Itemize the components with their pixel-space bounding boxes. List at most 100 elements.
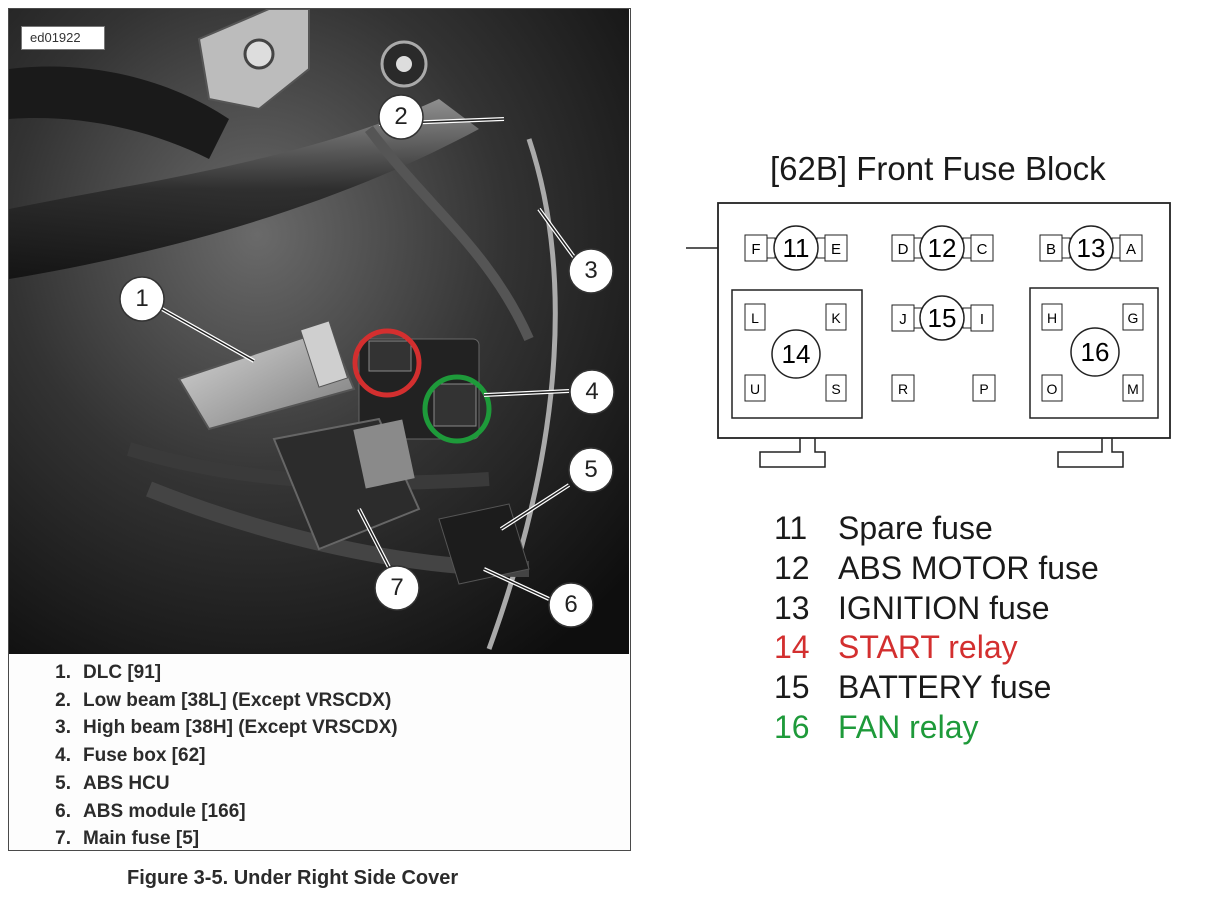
fuse-list-label: IGNITION fuse xyxy=(838,589,1050,626)
callout-circle-5 xyxy=(568,447,614,493)
bolt xyxy=(243,38,275,70)
leader-line-7-core xyxy=(358,508,392,572)
fuse-block-diagram: F 11 E D 12 C B 13 A L K U S 14 xyxy=(686,202,1171,468)
fuse-list-item: 16 FAN relay xyxy=(774,708,1099,748)
light-block xyxy=(353,419,415,489)
spare-terminals: R P xyxy=(891,374,996,402)
leader-line-4-core xyxy=(483,390,570,396)
fuse-list-label: FAN relay xyxy=(838,708,979,745)
callout-circle-7 xyxy=(374,565,420,611)
legend-item: 5. ABS HCU xyxy=(9,770,398,798)
fuse-list-number: 12 xyxy=(774,549,810,586)
dlc-tab xyxy=(299,320,349,388)
fuse-15-number: 15 xyxy=(928,303,957,333)
start-relay-part xyxy=(368,340,412,372)
fuse-12: D 12 C xyxy=(891,225,994,271)
relay-16-pin-bl: O xyxy=(1047,381,1058,397)
relay-14-pin-tr: K xyxy=(831,310,841,326)
legend-number: 6. xyxy=(55,800,71,822)
legend-text: ABS module [166] xyxy=(83,800,246,822)
callout-circle-3 xyxy=(568,248,614,294)
legend-number: 4. xyxy=(55,745,71,767)
legend-text: ABS HCU xyxy=(83,772,170,794)
fuse-13-number: 13 xyxy=(1077,233,1106,263)
legend-text: DLC [91] xyxy=(83,662,162,683)
frame-tube-2 xyxy=(9,66,229,159)
callout-circle-4 xyxy=(569,369,615,415)
fan-relay-part xyxy=(433,383,477,427)
callout-circle-6 xyxy=(548,582,594,628)
fuse-list-number: 15 xyxy=(774,669,810,706)
fuse-15: J 15 I xyxy=(891,295,994,341)
fuse-list-label: START relay xyxy=(838,629,1018,666)
fuse-list-number: 14 xyxy=(774,629,810,666)
fuse-11-number: 11 xyxy=(783,233,810,263)
fuse-list-number: 11 xyxy=(774,510,808,546)
cable-2 xyxy=(365,125,534,342)
fuse-list-number: 16 xyxy=(774,708,810,745)
fan-relay-highlight xyxy=(422,374,492,444)
fuse-list-item: 13 IGNITION fuse xyxy=(774,589,1099,629)
relay-14-pin-bl: U xyxy=(750,381,760,397)
leader-line-1-core xyxy=(161,308,255,362)
frame-tube xyxy=(9,99,479,279)
fuse-list-item: 12 ABS MOTOR fuse xyxy=(774,549,1099,589)
terminal-left: R xyxy=(898,381,908,397)
fuse-12-pin-right: C xyxy=(977,241,988,258)
terminal-right: P xyxy=(979,381,988,397)
fuse-12-pin-left: D xyxy=(898,241,909,258)
leader-line-6-core xyxy=(483,568,550,600)
fuse-list-item: 14 START relay xyxy=(774,628,1099,668)
fuse-list-label: BATTERY fuse xyxy=(838,669,1052,706)
legend-number: 5. xyxy=(55,772,71,794)
callout-circle-1 xyxy=(119,276,165,322)
fuse-list-label: ABS MOTOR fuse xyxy=(838,549,1099,586)
relay-14-number: 14 xyxy=(782,339,811,369)
fuse-13: B 13 A xyxy=(1039,225,1143,271)
relay-14-pin-br: S xyxy=(831,381,840,397)
legend-item: 3. High beam [38H] (Except VRSCDX) xyxy=(9,714,398,742)
legend-item: 2. Low beam [38L] (Except VRSCDX) xyxy=(9,687,398,715)
relay-16-pin-br: M xyxy=(1127,381,1139,397)
fuse-15-pin-right: I xyxy=(980,311,984,328)
legend-item: 7. Main fuse [5] xyxy=(9,825,398,853)
legend-text: Fuse box [62] xyxy=(83,745,206,767)
legend-number: 1. xyxy=(55,662,71,683)
image-tag: ed01922 xyxy=(21,26,105,50)
fuse-list-label: Spare fuse xyxy=(838,510,993,546)
relay-16-pin-tl: H xyxy=(1047,310,1057,326)
fuse-11-pin-right: E xyxy=(831,241,841,258)
figure-legend: 1. DLC [91] 2. Low beam [38L] (Except VRSC… xyxy=(9,659,398,853)
fuse-13-pin-left: B xyxy=(1046,241,1056,258)
mount-foot-left xyxy=(759,438,826,468)
fuse-11: F 11 E xyxy=(744,225,848,271)
legend-number: 3. xyxy=(55,717,71,739)
leader-line-3-core xyxy=(538,208,575,258)
fuse-12-number: 12 xyxy=(928,233,957,263)
leader-line-5-core xyxy=(500,484,570,530)
legend-item: 1. DLC [91] xyxy=(9,659,398,687)
fuse-list-number: 13 xyxy=(774,589,810,626)
fuse-11-pin-left: F xyxy=(751,241,760,258)
fuse-13-pin-right: A xyxy=(1126,241,1136,258)
legend-text: Low beam [38L] (Except VRSCDX) xyxy=(83,689,392,711)
engine-photo xyxy=(9,9,629,654)
fuse-list-item: 15 BATTERY fuse xyxy=(774,668,1099,708)
legend-item: 6. ABS module [166] xyxy=(9,798,398,826)
callout-circle-2 xyxy=(378,94,424,140)
bolt-2-inner xyxy=(396,56,412,72)
legend-number: 2. xyxy=(55,689,71,711)
fuse-block-title: [62B] Front Fuse Block xyxy=(770,150,1106,187)
legend-item: 4. Fuse box [62] xyxy=(9,742,398,770)
relay-16: H G O M 16 xyxy=(1029,287,1159,419)
legend-text: High beam [38H] (Except VRSCDX) xyxy=(83,717,398,739)
legend-number: 7. xyxy=(55,828,71,850)
relay-14-pin-tl: L xyxy=(751,310,759,326)
fuse-15-pin-left: J xyxy=(899,311,907,328)
fuse-list: 11 Spare fuse 12 ABS MOTOR fuse 13 IGNITION… xyxy=(774,509,1099,748)
start-relay-highlight xyxy=(352,328,422,398)
relay-16-pin-tr: G xyxy=(1128,310,1139,326)
fuse-list-item: 11 Spare fuse xyxy=(774,509,1099,549)
legend-text: Main fuse [5] xyxy=(83,828,200,850)
relay-16-number: 16 xyxy=(1081,337,1110,367)
